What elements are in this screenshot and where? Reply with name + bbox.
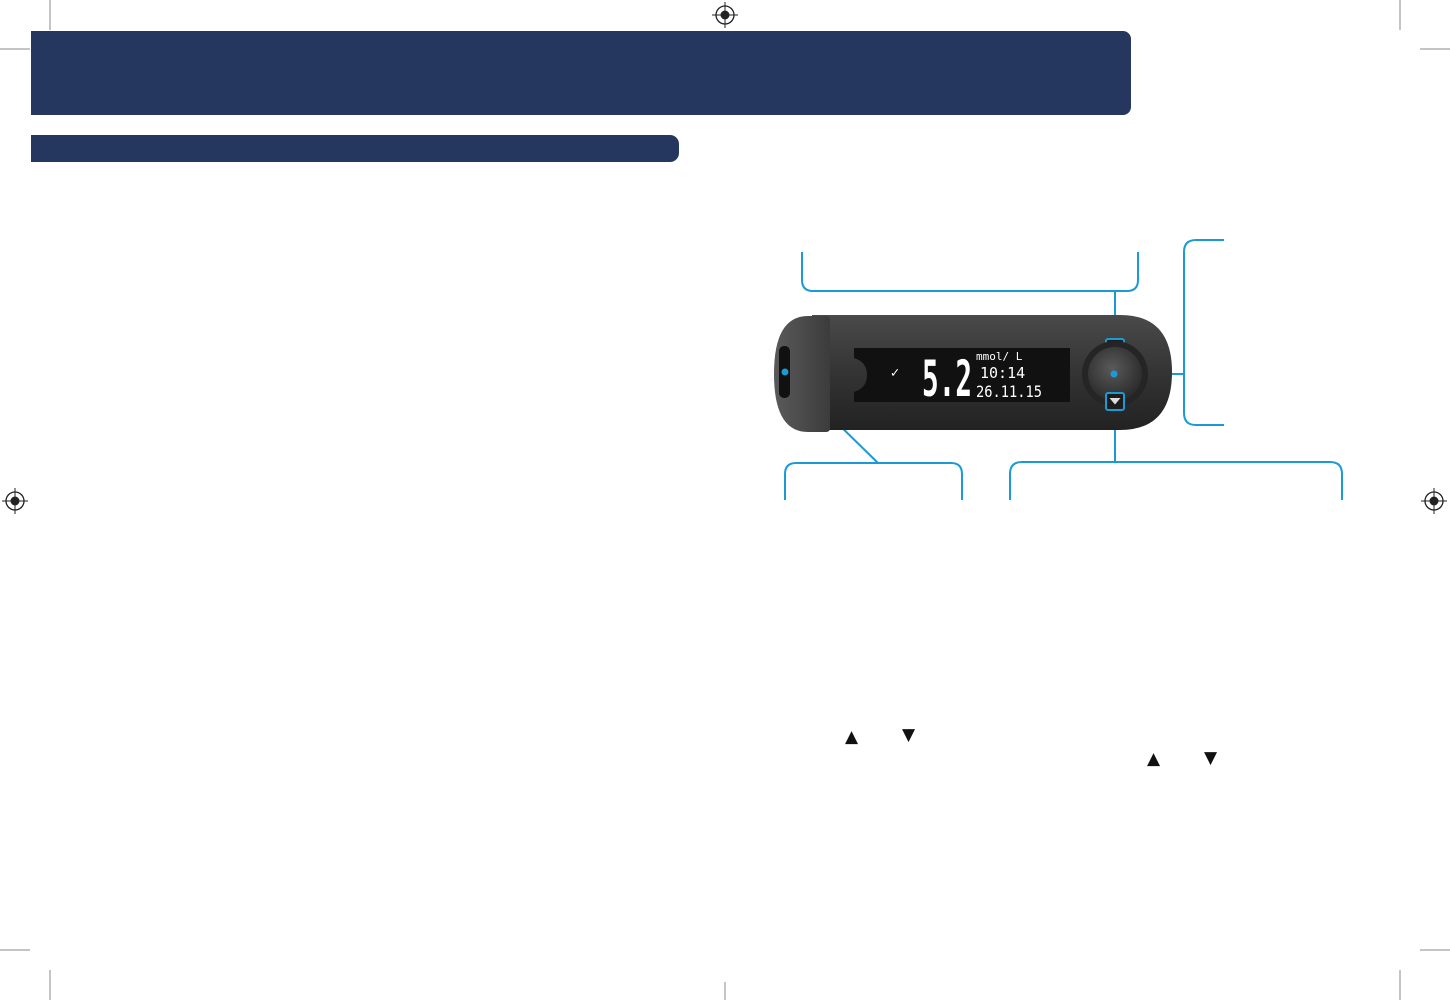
time-display: 10:14 xyxy=(980,364,1025,382)
registration-mark-icon xyxy=(1421,488,1447,514)
section-bar xyxy=(31,135,679,162)
callout-bracket-bottom-left xyxy=(784,462,963,500)
date-display: 26.11.15 xyxy=(976,382,1042,401)
check-mark: ✓ xyxy=(891,365,899,381)
callout-bracket-top xyxy=(801,252,1139,292)
lcd-screen xyxy=(854,348,1070,402)
registration-mark-icon xyxy=(2,488,28,514)
registration-mark-icon xyxy=(712,2,738,28)
callout-lines xyxy=(784,239,1343,500)
up-arrow-icon: ▲ xyxy=(845,727,859,747)
callout-dot xyxy=(1110,370,1118,378)
glucose-meter: ✓ 5.2 mmol/ L 10:14 26.11.15 xyxy=(774,315,1172,432)
callout-dot xyxy=(781,368,789,376)
down-arrow-icon: ▼ xyxy=(902,725,916,745)
glucose-reading: 5.2 xyxy=(922,350,972,408)
unit-label: mmol/ L xyxy=(976,350,1023,363)
title-bar xyxy=(31,31,1131,115)
down-arrow-icon xyxy=(1109,398,1121,405)
up-arrow-icon: ▲ xyxy=(1147,749,1161,769)
callout-bracket-right xyxy=(1183,239,1224,426)
meter-cap xyxy=(774,316,830,432)
down-arrow-icon: ▼ xyxy=(1204,748,1218,768)
callout-bracket-bottom-right xyxy=(1009,461,1343,500)
